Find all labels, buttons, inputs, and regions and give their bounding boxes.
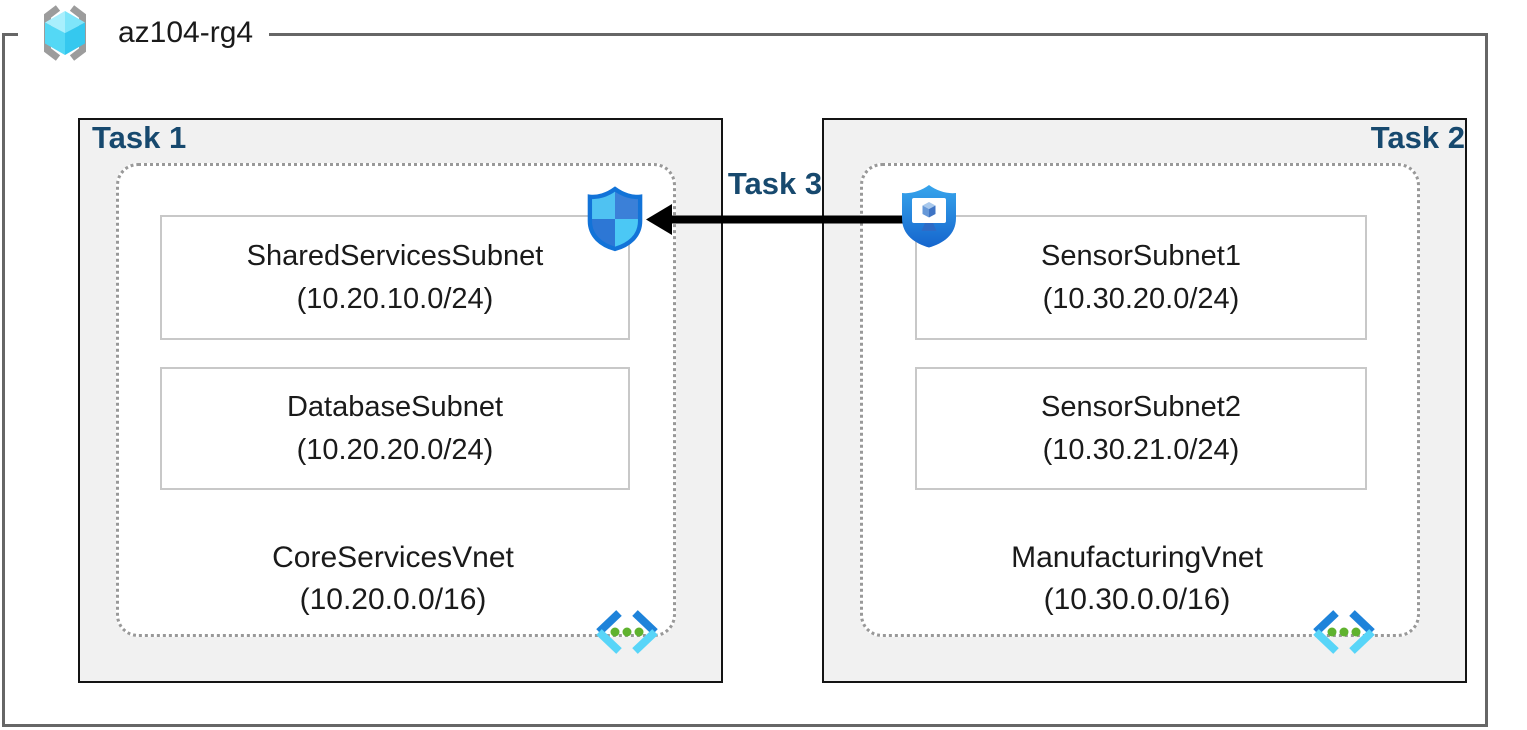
subnet-sensor2: SensorSubnet2 (10.30.21.0/24) xyxy=(915,367,1367,490)
vnet-cidr: (10.20.0.0/16) xyxy=(299,583,487,616)
resource-group-icon xyxy=(44,5,86,61)
subnet-cidr: (10.20.20.0/24) xyxy=(296,433,494,466)
resource-group-label: az104-rg4 xyxy=(18,4,270,62)
task3-arrow xyxy=(646,204,932,235)
subnet-cidr: (10.30.21.0/24) xyxy=(1042,433,1240,466)
defender-quartered-shield-icon xyxy=(587,186,643,252)
subnet-name: DatabaseSubnet xyxy=(286,390,504,423)
resource-group-boundary xyxy=(2,33,1488,727)
subnet-name: SensorSubnet2 xyxy=(1041,390,1241,423)
subnet-name: SharedServicesSubnet xyxy=(246,239,544,272)
subnet-sensor1: SensorSubnet1 (10.30.20.0/24) xyxy=(915,215,1367,340)
subnet-sharedservices: SharedServicesSubnet (10.20.10.0/24) xyxy=(160,215,630,340)
vnet-cidr: (10.30.0.0/16) xyxy=(1043,583,1231,616)
resource-group-name: az104-rg4 xyxy=(118,16,254,49)
virtual-network-icon xyxy=(1313,610,1375,654)
subnet-database: DatabaseSubnet (10.20.20.0/24) xyxy=(160,367,630,490)
task2-label: Task 2 xyxy=(1370,120,1465,155)
task3-label: Task 3 xyxy=(727,166,823,201)
virtual-network-icon xyxy=(596,610,658,654)
shield-with-monitor-icon xyxy=(902,185,956,248)
subnet-cidr: (10.30.20.0/24) xyxy=(1042,282,1240,315)
task1-label: Task 1 xyxy=(92,120,187,155)
vnet-name: ManufacturingVnet xyxy=(1011,541,1263,574)
vnet-manufacturing-caption: ManufacturingVnet (10.30.0.0/16) xyxy=(860,537,1414,621)
subnet-cidr: (10.20.10.0/24) xyxy=(296,282,494,315)
vnet-coreservices-caption: CoreServicesVnet (10.20.0.0/16) xyxy=(116,537,670,621)
subnet-name: SensorSubnet1 xyxy=(1041,239,1241,272)
vnet-name: CoreServicesVnet xyxy=(272,541,514,574)
